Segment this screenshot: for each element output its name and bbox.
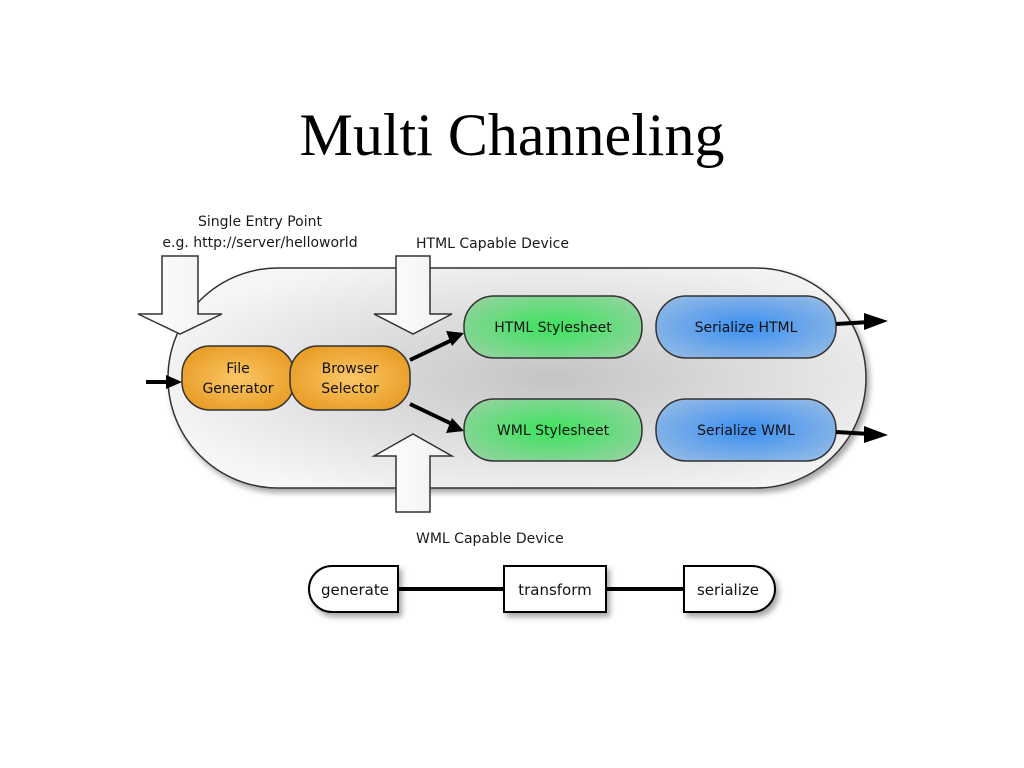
browser-selector-label-2: Selector [321,381,379,397]
legend-serialize-label: serialize [697,581,759,599]
legend-serialize: serialize [683,565,776,613]
wml-stylesheet-label: WML Stylesheet [497,423,610,439]
serialize-wml-node: Serialize WML [655,398,837,462]
html-device-arrow [373,255,453,335]
output-arrow-wml [835,426,888,443]
legend-generate-label: generate [321,581,389,599]
browser-selector-label-1: Browser [322,361,379,377]
entry-point-label-2: e.g. http://server/helloworld [162,235,357,251]
branch-arrow-html [409,331,464,362]
file-generator-label-2: Generator [202,381,273,397]
entry-point-label-1: Single Entry Point [198,214,322,230]
file-generator-node: File Generator [181,345,295,411]
legend-generate: generate [308,565,399,613]
html-stylesheet-node: HTML Stylesheet [463,295,643,359]
legend-transform-label: transform [518,581,592,599]
html-device-label: HTML Capable Device [416,236,569,252]
branch-arrow-wml [409,402,464,433]
wml-device-label: WML Capable Device [416,531,564,547]
output-arrow-html [835,313,888,330]
legend: generate transform serialize [308,565,776,613]
file-generator-label-1: File [226,361,249,377]
serialize-html-node: Serialize HTML [655,295,837,359]
legend-transform: transform [503,565,607,613]
entry-point-arrow [137,255,223,335]
html-stylesheet-label: HTML Stylesheet [494,320,612,336]
wml-stylesheet-node: WML Stylesheet [463,398,643,462]
wml-device-arrow [371,433,455,513]
serialize-html-label: Serialize HTML [695,320,798,336]
input-arrow [146,375,182,389]
browser-selector-node: Browser Selector [289,345,411,411]
serialize-wml-label: Serialize WML [697,423,795,439]
slide-title: Multi Channeling [299,102,725,168]
